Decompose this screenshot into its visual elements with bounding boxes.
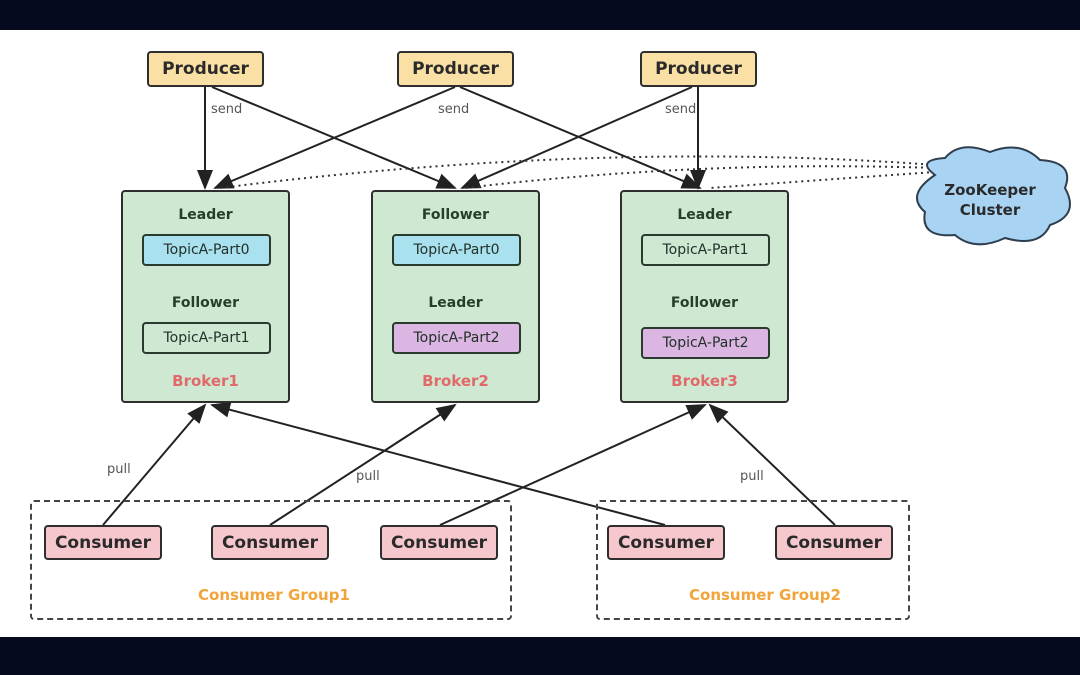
bottom-letterbox	[0, 637, 1080, 675]
zookeeper-link	[464, 165, 936, 189]
pull-label: pull	[107, 462, 131, 477]
zookeeper-cloud-shape	[916, 146, 1071, 246]
send-arrow	[459, 86, 702, 189]
consumer-1: Consumer	[44, 525, 162, 560]
role-label: Leader	[178, 207, 233, 223]
pull-arrow	[708, 403, 836, 526]
producer-3: Producer	[640, 51, 757, 87]
consumer-group-label: Consumer Group2	[689, 586, 841, 604]
pull-arrow	[269, 403, 457, 526]
zookeeper-label: Cluster	[959, 201, 1021, 219]
consumer-group-1	[30, 500, 512, 620]
send-label: send	[665, 102, 697, 117]
consumer-5: Consumer	[775, 525, 893, 560]
broker-1: Leader TopicA-Part0 Follower TopicA-Part…	[121, 190, 290, 403]
send-arrow	[213, 86, 456, 189]
broker-name: Broker1	[172, 372, 239, 390]
top-letterbox	[0, 0, 1080, 30]
topic-partition: TopicA-Part0	[142, 234, 271, 266]
send-arrow	[460, 86, 693, 189]
topic-partition: TopicA-Part1	[641, 234, 770, 266]
topic-partition: TopicA-Part1	[142, 322, 271, 354]
role-label: Leader	[428, 295, 483, 311]
zookeeper-link	[219, 155, 936, 189]
role-label: Leader	[677, 207, 732, 223]
send-label: send	[438, 102, 470, 117]
consumer-2: Consumer	[211, 525, 329, 560]
topic-partition: TopicA-Part2	[641, 327, 770, 359]
role-label: Follower	[171, 295, 240, 311]
pull-arrow	[439, 404, 707, 526]
broker-3: Leader TopicA-Part1 Follower TopicA-Part…	[620, 190, 789, 403]
consumer-group-2	[596, 500, 910, 620]
role-label: Follower	[670, 295, 739, 311]
role-label: Follower	[421, 207, 490, 223]
send-label: send	[211, 102, 243, 117]
pull-arrow	[210, 401, 666, 526]
broker-name: Broker3	[671, 372, 738, 390]
consumer-4: Consumer	[607, 525, 725, 560]
pull-label: pull	[356, 469, 380, 484]
consumer-3: Consumer	[380, 525, 498, 560]
topic-partition: TopicA-Part2	[392, 322, 521, 354]
pull-arrow	[102, 403, 207, 526]
zookeeper-link	[709, 171, 936, 189]
consumer-group-label: Consumer Group1	[198, 586, 350, 604]
producer-1: Producer	[147, 51, 264, 87]
zookeeper-label: ZooKeeper	[944, 181, 1036, 199]
producer-2: Producer	[397, 51, 514, 87]
broker-name: Broker2	[422, 372, 489, 390]
topic-partition: TopicA-Part0	[392, 234, 521, 266]
broker-2: Follower TopicA-Part0 Leader TopicA-Part…	[371, 190, 540, 403]
pull-label: pull	[740, 469, 764, 484]
